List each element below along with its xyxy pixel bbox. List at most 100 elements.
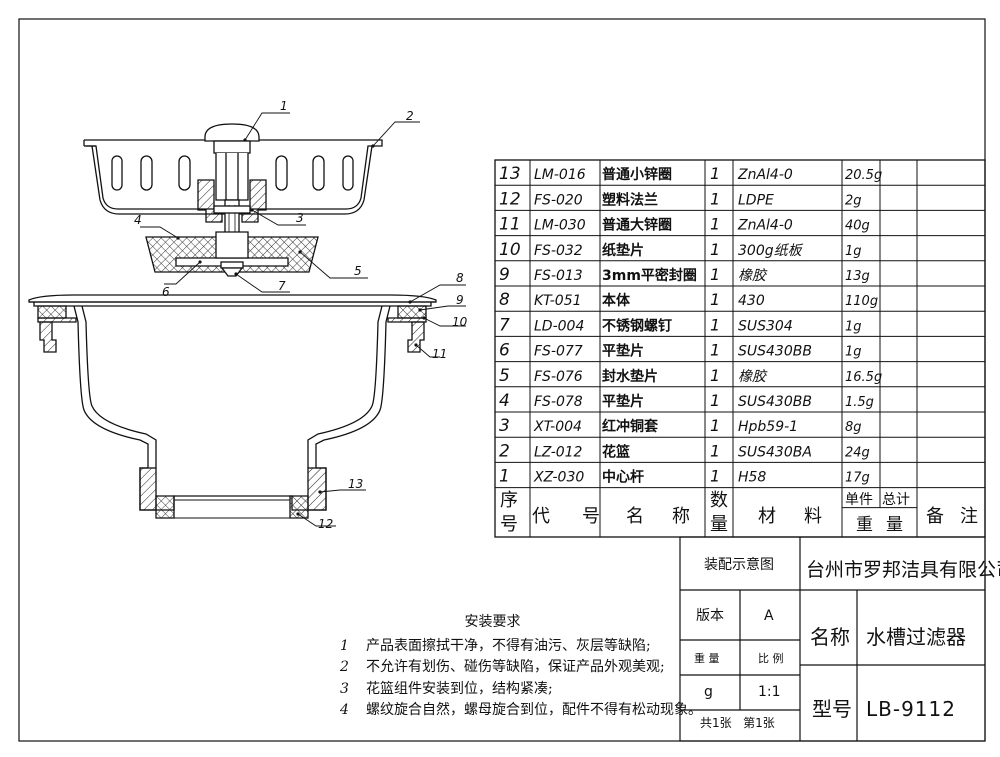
part-material-cell: 橡胶 (738, 369, 768, 385)
part-name-cell: 普通大锌圈 (602, 217, 672, 234)
brass-sleeve-part (197, 179, 267, 223)
part-code-cell: FS-013 (534, 268, 583, 284)
part-material-cell: ZnAl4-0 (737, 218, 793, 234)
header-qty-2: 量 (710, 514, 728, 535)
header-material-1: 材 (758, 506, 776, 527)
model-label: 型号 (812, 697, 852, 721)
part-code-cell: KT-051 (534, 293, 582, 309)
part-code-cell: FS-076 (534, 369, 583, 385)
part-name-cell: 红冲铜套 (602, 418, 658, 435)
part-name-cell: 纸垫片 (602, 242, 644, 259)
parts-list-header: 序 号 代 号 名 称 数 量 材 料 单件 总计 重 量 备 注 (500, 490, 978, 535)
part-weight-cell: 1g (845, 319, 862, 334)
part-name-cell: 中心杆 (602, 469, 644, 486)
part-code-cell: XT-004 (533, 419, 582, 435)
part-no-cell: 13 (499, 164, 521, 184)
callout-5: 5 (354, 264, 362, 278)
header-qty-1: 数 (710, 490, 728, 511)
part-code-cell: FS-032 (534, 243, 583, 259)
part-name-cell: 平垫片 (602, 343, 644, 360)
part-name-cell: 封水垫片 (602, 368, 658, 385)
part-qty-cell: 1 (710, 315, 720, 334)
part-material-cell: 300g纸板 (738, 243, 804, 259)
title-block-text: 装配示意图 台州市罗邦洁具有限公司 版本 A 名称 水槽过滤器 重 量 比 例 … (694, 556, 1000, 730)
header-code-2: 号 (582, 506, 600, 527)
part-no-cell: 8 (499, 290, 510, 310)
note-text: 螺纹旋合自然，螺母旋合到位，配件不得有松动现象。 (366, 702, 702, 718)
part-no-cell: 7 (499, 315, 510, 335)
part-no-cell: 5 (499, 366, 510, 386)
callout-6: 6 (162, 285, 170, 299)
part-qty-cell: 1 (710, 441, 720, 460)
scale-label: 比 例 (758, 651, 784, 665)
part-qty-cell: 1 (710, 189, 720, 208)
part-material-cell: 橡胶 (738, 268, 768, 284)
part-material-cell: SUS304 (738, 318, 793, 334)
assembly-section-view (28, 112, 466, 527)
callout-4: 4 (134, 213, 142, 227)
part-code-cell: LD-004 (534, 318, 584, 334)
part-qty-cell: 1 (710, 265, 720, 284)
weight-label: 重 量 (694, 651, 720, 665)
part-no-cell: 1 (499, 467, 510, 487)
part-qty-cell: 1 (710, 290, 720, 309)
callout-3: 3 (296, 211, 304, 225)
part-code-cell: LZ-012 (534, 444, 583, 460)
version-value: A (764, 608, 774, 624)
part-no-cell: 2 (499, 441, 510, 461)
part-qty-cell: 1 (710, 341, 720, 360)
part-qty-cell: 1 (710, 416, 720, 435)
part-weight-cell: 13g (845, 269, 870, 284)
header-material-2: 料 (804, 506, 822, 527)
leader-lines (140, 112, 466, 527)
part-material-cell: LDPE (738, 192, 774, 208)
part-weight-cell: 17g (845, 471, 870, 486)
note-number: 3 (340, 680, 349, 697)
part-material-cell: SUS430BB (738, 344, 812, 360)
basket-part (83, 139, 383, 215)
header-weight-1: 重 (856, 515, 873, 535)
part-qty-cell: 1 (710, 215, 720, 234)
part-code-cell: FS-020 (534, 192, 583, 208)
note-number: 4 (340, 702, 349, 718)
part-qty-cell: 1 (710, 467, 720, 486)
part-weight-cell: 24g (845, 445, 870, 460)
part-name-label: 名称 (810, 625, 850, 649)
note-item: 4 螺纹旋合自然，螺母旋合到位，配件不得有松动现象。 (340, 700, 702, 722)
note-text: 产品表面擦拭干净，不得有油污、灰层等缺陷; (366, 637, 651, 654)
callout-labels: 1 2 3 4 5 6 7 8 9 10 11 13 12 (134, 99, 468, 531)
callout-8: 8 (456, 271, 464, 285)
header-name-1: 名 (626, 506, 644, 527)
part-no-cell: 6 (499, 341, 510, 361)
part-weight-cell: 1.5g (845, 395, 874, 410)
callout-13: 13 (348, 477, 363, 491)
part-material-cell: ZnAl4-0 (737, 167, 793, 183)
part-material-cell: H58 (738, 470, 766, 486)
part-weight-cell: 20.5g (845, 168, 882, 183)
header-code-1: 代 (532, 506, 550, 527)
part-weight-cell: 110g (845, 294, 878, 309)
weight-value: g (704, 684, 713, 700)
part-no-cell: 9 (499, 265, 510, 285)
callout-2: 2 (406, 109, 414, 123)
part-weight-cell: 40g (845, 219, 870, 234)
leader-dots (176, 138, 426, 516)
callout-10: 10 (452, 315, 468, 329)
part-code-cell: LM-030 (534, 218, 586, 234)
part-material-cell: Hpb59-1 (738, 419, 798, 435)
part-material-cell: SUS430BA (738, 444, 812, 460)
part-code-cell: FS-077 (534, 344, 583, 360)
parts-list-table (494, 159, 986, 538)
header-remark-1: 备 (926, 506, 944, 527)
callout-12: 12 (318, 517, 333, 531)
part-weight-cell: 2g (845, 193, 862, 208)
part-name-cell: 不锈钢螺钉 (602, 317, 672, 334)
header-single: 单件 (845, 492, 873, 508)
part-qty-cell: 1 (710, 240, 720, 259)
part-code-cell: XZ-030 (533, 470, 584, 486)
part-name-cell: 花篮 (602, 443, 630, 460)
